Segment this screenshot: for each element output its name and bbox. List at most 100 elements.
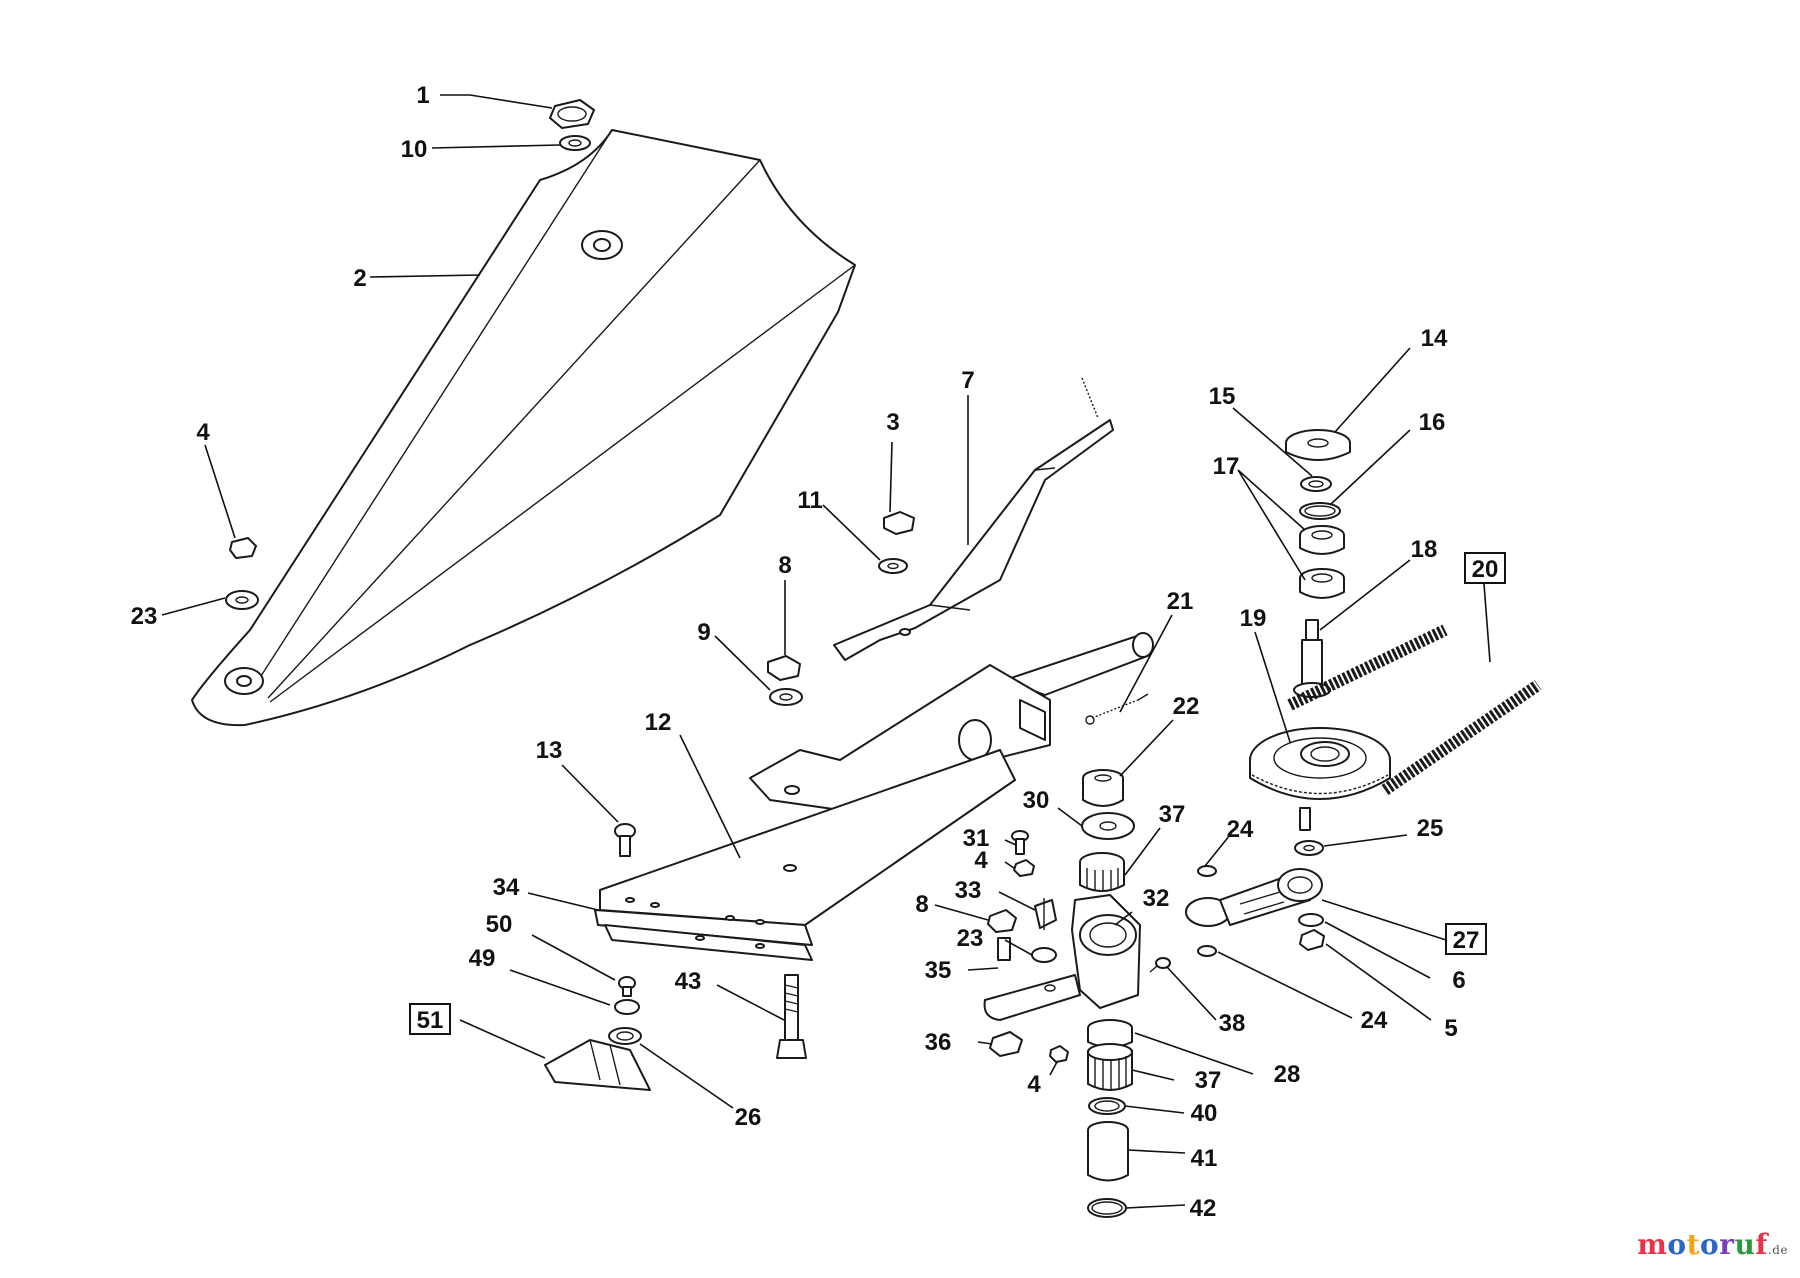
clamp-33 bbox=[1034, 898, 1057, 930]
spring-21 bbox=[1085, 693, 1149, 725]
callout-frame-20 bbox=[1464, 552, 1506, 584]
bolt-13 bbox=[614, 823, 636, 857]
watermark-suffix: .de bbox=[1767, 1243, 1788, 1257]
callout-33: 33 bbox=[955, 877, 982, 904]
callout-16: 16 bbox=[1419, 409, 1446, 436]
bearing-37-upper bbox=[1079, 852, 1125, 892]
callout-2: 2 bbox=[353, 265, 366, 292]
bushing-28 bbox=[1087, 1019, 1133, 1048]
watermark-letter: t bbox=[1686, 1228, 1701, 1261]
callout-36: 36 bbox=[925, 1029, 952, 1056]
callout-35: 35 bbox=[925, 957, 952, 984]
skid-shoe-51 bbox=[544, 1039, 651, 1091]
callout-frame-51 bbox=[409, 1003, 451, 1035]
bearing-17-upper bbox=[1299, 525, 1345, 555]
spacer-22 bbox=[1082, 769, 1124, 807]
watermark-letter: u bbox=[1734, 1228, 1756, 1261]
motoruf-watermark: motoruf.de bbox=[1637, 1228, 1788, 1261]
washer-30 bbox=[1081, 812, 1135, 840]
nut-8-lower bbox=[987, 909, 1017, 933]
nut-4-left bbox=[229, 537, 257, 559]
callout-labels: 1 10 2 4 23 3 11 7 8 9 13 12 34 50 49 51… bbox=[131, 82, 1499, 1222]
axle-18 bbox=[1293, 619, 1331, 698]
nut-4-mid bbox=[1013, 859, 1035, 877]
callout-24-lower: 24 bbox=[1361, 1007, 1388, 1034]
screw-31 bbox=[1011, 830, 1029, 855]
callout-50: 50 bbox=[486, 911, 513, 938]
watermark-letter: f bbox=[1755, 1228, 1768, 1261]
snap-ring-16 bbox=[1299, 502, 1341, 520]
washer-10 bbox=[559, 135, 591, 151]
callout-42: 42 bbox=[1190, 1195, 1217, 1222]
pin-35 bbox=[997, 937, 1011, 961]
callout-15: 15 bbox=[1209, 383, 1236, 410]
callout-40: 40 bbox=[1191, 1100, 1218, 1127]
callout-13: 13 bbox=[536, 737, 563, 764]
washer-15 bbox=[1300, 476, 1332, 492]
watermark-letter: r bbox=[1719, 1228, 1735, 1261]
callout-51: 51 bbox=[417, 1007, 444, 1034]
callout-22: 22 bbox=[1173, 693, 1200, 720]
washer-24-upper bbox=[1197, 865, 1217, 877]
washer-26 bbox=[608, 1027, 642, 1045]
callout-6: 6 bbox=[1452, 967, 1465, 994]
callout-31: 31 bbox=[963, 825, 990, 852]
callout-7: 7 bbox=[961, 367, 974, 394]
callout-32: 32 bbox=[1143, 885, 1170, 912]
ring-42 bbox=[1087, 1198, 1127, 1218]
callout-19: 19 bbox=[1240, 605, 1267, 632]
washer-6 bbox=[1298, 913, 1324, 927]
callout-41: 41 bbox=[1191, 1145, 1218, 1172]
callout-21: 21 bbox=[1167, 588, 1194, 615]
callout-25: 25 bbox=[1417, 815, 1444, 842]
callout-8-lower: 8 bbox=[915, 891, 928, 918]
callout-37-lower: 37 bbox=[1195, 1067, 1222, 1094]
idler-arm-27 bbox=[1185, 868, 1323, 927]
callout-10: 10 bbox=[401, 136, 428, 163]
bracket-arm bbox=[833, 377, 1114, 661]
bearing-37-lower bbox=[1087, 1043, 1133, 1091]
callout-24-upper: 24 bbox=[1227, 816, 1254, 843]
callout-28: 28 bbox=[1274, 1061, 1301, 1088]
callout-18: 18 bbox=[1411, 536, 1438, 563]
callout-23-lower: 23 bbox=[957, 925, 984, 952]
callout-17: 17 bbox=[1213, 453, 1240, 480]
callout-26: 26 bbox=[735, 1104, 762, 1131]
cap-14 bbox=[1285, 429, 1351, 461]
callout-11: 11 bbox=[797, 487, 822, 514]
shaft-mount-arm bbox=[749, 632, 1154, 811]
callout-12: 12 bbox=[645, 709, 672, 736]
bolt-43 bbox=[776, 974, 807, 1059]
pivot-housing-32 bbox=[983, 894, 1141, 1021]
callout-43: 43 bbox=[675, 968, 702, 995]
deflector-shield bbox=[191, 129, 856, 727]
callout-8-upper: 8 bbox=[778, 552, 791, 579]
pulley-19 bbox=[1249, 727, 1391, 831]
washer-24-lower bbox=[1197, 945, 1217, 957]
callout-frame-27 bbox=[1445, 923, 1487, 955]
nut-5 bbox=[1299, 929, 1325, 951]
screw-38 bbox=[1149, 957, 1171, 973]
nut-4-lower bbox=[1049, 1045, 1069, 1063]
washer-49 bbox=[614, 999, 640, 1015]
watermark-letter: o bbox=[1700, 1228, 1720, 1261]
callout-38: 38 bbox=[1219, 1010, 1246, 1037]
callout-9: 9 bbox=[697, 619, 710, 646]
callout-1: 1 bbox=[416, 82, 429, 109]
callout-27: 27 bbox=[1453, 927, 1480, 954]
washer-23-left bbox=[225, 590, 259, 610]
washer-40 bbox=[1088, 1097, 1126, 1115]
leader-lines bbox=[161, 94, 1491, 1209]
nut-36 bbox=[989, 1031, 1023, 1057]
watermark-letter: m bbox=[1637, 1228, 1668, 1261]
belt-20 bbox=[1287, 624, 1542, 795]
nut-1 bbox=[549, 99, 595, 129]
callout-3: 3 bbox=[886, 409, 899, 436]
callout-23-left: 23 bbox=[131, 603, 158, 630]
callout-4-lower: 4 bbox=[1027, 1071, 1041, 1098]
watermark-letter: o bbox=[1667, 1228, 1687, 1261]
screw-50 bbox=[618, 976, 636, 997]
base-plate bbox=[594, 749, 1016, 961]
